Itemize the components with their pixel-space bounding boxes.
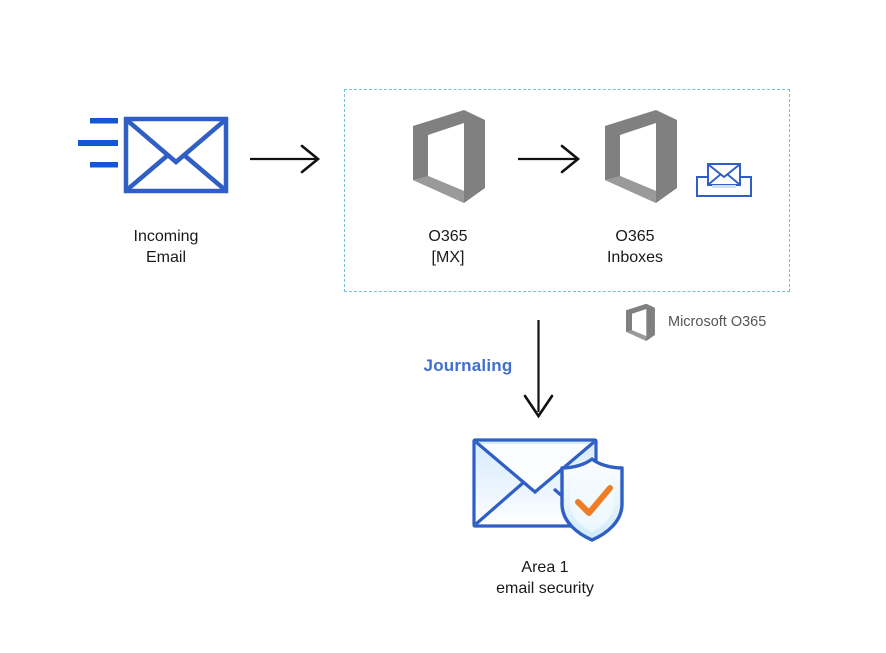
- legend-o365-icon-wrap: [619, 303, 661, 343]
- speed-line-top: [90, 118, 118, 124]
- office365-logo-icon: [605, 110, 677, 203]
- arrow-down-icon: [523, 320, 554, 419]
- arrow-mx-to-inboxes: [518, 140, 588, 178]
- speed-line-middle: [78, 140, 118, 146]
- journaling-label: Journaling: [423, 356, 513, 375]
- envelope-fold-right: [182, 153, 226, 191]
- envelope-fold-left: [474, 480, 526, 526]
- envelope-fold-left: [126, 153, 170, 191]
- office365-logo-icon: [626, 303, 655, 341]
- envelope-icon: [78, 116, 229, 194]
- legend-label: Microsoft O365: [668, 314, 767, 330]
- area1-email-security-label: Area 1 email security: [496, 559, 594, 597]
- o365-mx-node: [404, 108, 492, 208]
- area1-email-security-node: [470, 432, 630, 547]
- microsoft-o365-boundary-zone: [344, 89, 790, 292]
- o365-mx-label: O365 [MX]: [428, 228, 468, 266]
- arrow-incoming-to-mx: [250, 140, 328, 178]
- office365-logo-icon: [413, 110, 485, 203]
- envelope-flap: [126, 119, 226, 165]
- o365-inboxes-label: O365 Inboxes: [606, 228, 664, 266]
- arrow-right-icon: [518, 144, 581, 174]
- arrow-right-icon: [250, 144, 321, 174]
- o365-inboxes-node: [596, 108, 684, 208]
- arrow-inboxes-to-area1: [520, 320, 560, 422]
- inbox-tray-envelope-icon: [696, 163, 752, 197]
- check-icon: [575, 485, 613, 516]
- speed-line-bottom: [90, 162, 118, 168]
- envelope-flap: [474, 440, 596, 495]
- envelope-shield-check-icon: [472, 438, 624, 542]
- incoming-email-node: [70, 115, 230, 210]
- o365-inbox-badge: [694, 161, 754, 201]
- incoming-email-label: Incoming Email: [133, 228, 199, 266]
